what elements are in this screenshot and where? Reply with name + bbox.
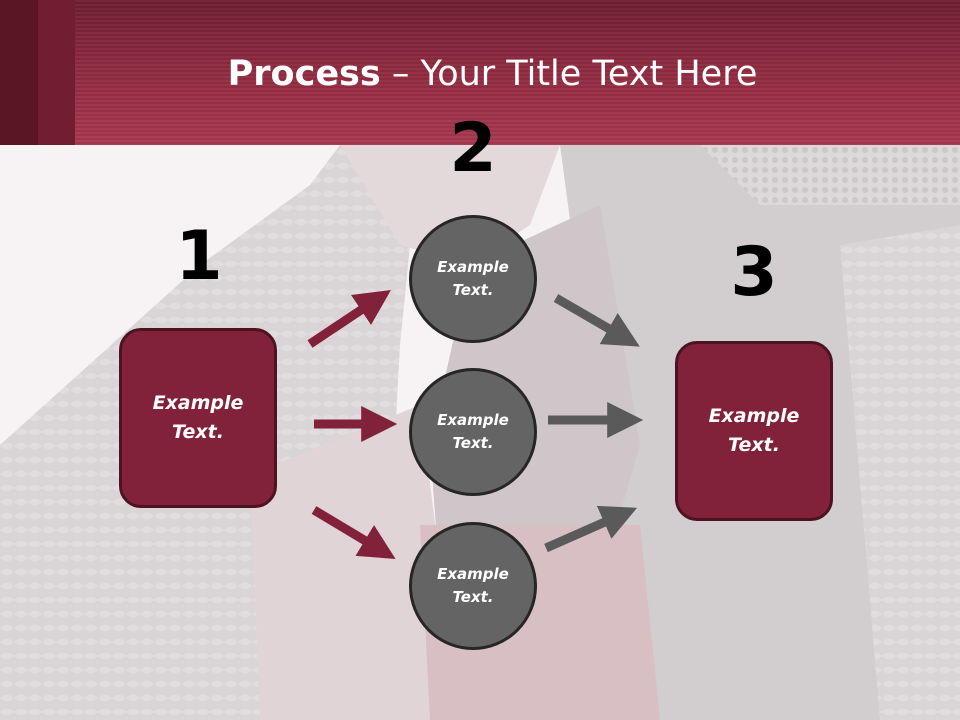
title-bold: Process (227, 54, 381, 94)
process-box-left-text: Example Text. (152, 392, 244, 443)
process-circle-middle[interactable]: Example Text. (409, 368, 537, 496)
arrow-circle3-to-box2 (544, 505, 638, 553)
step-number-3: 3 (730, 233, 778, 312)
process-box-right-text: Example Text. (708, 405, 800, 456)
process-box-right[interactable]: Example Text. (675, 341, 833, 521)
process-circle-top[interactable]: Example Text. (409, 215, 537, 343)
header-texture (0, 0, 960, 145)
process-circle-bottom[interactable]: Example Text. (409, 522, 537, 650)
step-number-2: 2 (449, 109, 497, 188)
arrow-box1-to-circle1 (307, 290, 391, 348)
process-circle-middle-text: Example Text. (437, 411, 509, 452)
process-circle-top-text: Example Text. (437, 258, 509, 299)
corner-accent (38, 0, 75, 145)
arrow-box1-to-circle3 (311, 506, 396, 559)
slide-title: Process – Your Title Text Here (0, 52, 960, 96)
step-number-1: 1 (175, 217, 223, 296)
title-rest: – Your Title Text Here (380, 54, 758, 94)
arrow-circle1-to-box2 (553, 294, 640, 347)
header-bar: Process – Your Title Text Here (0, 0, 960, 145)
process-circle-bottom-text: Example Text. (437, 565, 509, 606)
corner-accent-dark (0, 0, 38, 145)
process-box-left[interactable]: Example Text. (119, 328, 277, 508)
